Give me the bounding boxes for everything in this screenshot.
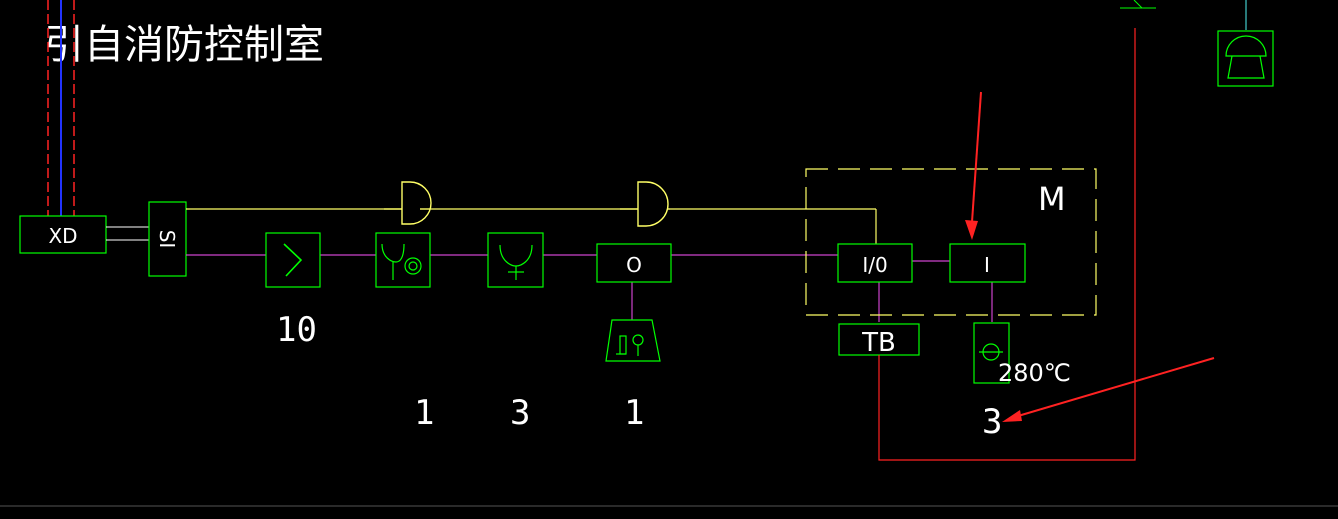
module-group-label: M <box>1038 180 1066 218</box>
damper-count: 3 <box>982 402 1002 442</box>
input-module-label: I <box>984 253 990 277</box>
smoke-detector-count: 10 <box>276 310 317 350</box>
junction-d-icon <box>620 181 670 227</box>
hydrant-button-icon <box>487 232 544 288</box>
tb-box: TB <box>838 323 920 358</box>
damper-icon <box>973 322 1010 384</box>
bell-icon <box>1217 30 1274 87</box>
si-label: SI <box>155 230 179 249</box>
hydrant-button-count: 3 <box>510 393 530 433</box>
input-module: I <box>949 243 1026 283</box>
output-module-count: 1 <box>624 393 644 433</box>
manual-alarm-icon <box>375 232 431 288</box>
damper-temperature: 280℃ <box>998 359 1071 387</box>
si-box: SI <box>148 201 187 277</box>
io-module: I/0 <box>837 243 913 283</box>
annotation-arrow <box>965 91 982 240</box>
xd-label: XD <box>48 224 77 248</box>
smoke-detector-icon <box>265 232 321 288</box>
red-control-line <box>878 28 1136 461</box>
riser-cable <box>47 0 75 216</box>
tb-label: TB <box>861 328 896 358</box>
xd-box: XD <box>19 215 107 254</box>
junction-d-icon <box>384 181 432 225</box>
manual-alarm-count: 1 <box>414 393 434 433</box>
yellow-bus <box>186 208 877 244</box>
diagram-title: 引自消防控制室 <box>44 22 324 68</box>
output-module-label: O <box>626 253 642 277</box>
sound-light-alarm-icon <box>605 319 661 362</box>
output-module: O <box>596 243 672 283</box>
io-module-label: I/0 <box>862 253 887 277</box>
annotation-arrow <box>1002 357 1215 422</box>
module-group-frame <box>805 168 1097 316</box>
